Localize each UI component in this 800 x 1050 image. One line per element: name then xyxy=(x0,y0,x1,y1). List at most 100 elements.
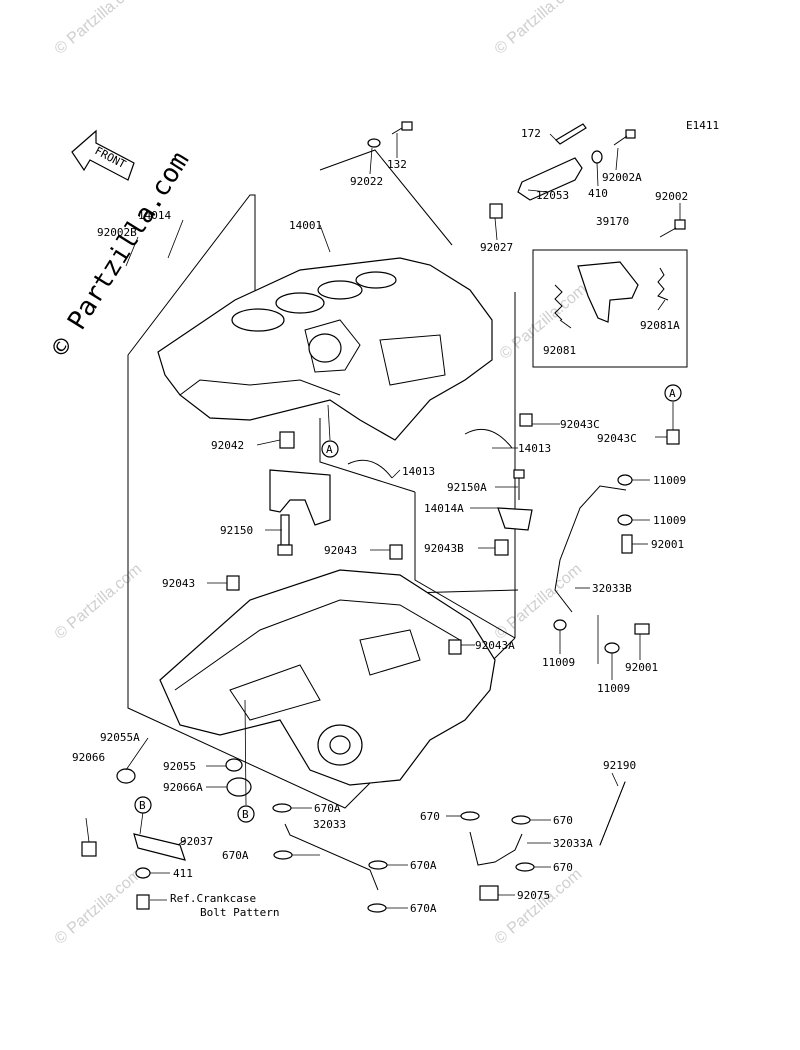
label-92150A: 92150A xyxy=(447,481,487,494)
label-92043B: 92043B xyxy=(424,542,464,555)
bolt-92002-icon xyxy=(659,219,686,238)
label-92001-2: 92001 xyxy=(625,661,658,674)
small-parts xyxy=(81,121,688,913)
plug-92066-icon xyxy=(81,841,97,857)
bearing-14013-2-icon xyxy=(347,459,393,479)
label-92022: 92022 xyxy=(350,175,383,188)
label-670-1: 670 xyxy=(420,810,440,823)
tensioner-39170-icon xyxy=(577,261,639,323)
spring-92081A-icon xyxy=(657,267,669,301)
washer-410-icon xyxy=(591,150,603,164)
label-670A-4: 670A xyxy=(410,902,437,915)
label-14014: 14014 xyxy=(138,209,171,222)
watermark-4: © Partzilla.com xyxy=(52,561,146,643)
cap-14014A-icon xyxy=(497,507,533,531)
label-32033A: 32033A xyxy=(553,837,593,850)
label-11009-2: 11009 xyxy=(653,514,686,527)
o-ring-670-3-icon xyxy=(515,862,535,872)
label-92042: 92042 xyxy=(211,439,244,452)
label-92043C-1: 92043C xyxy=(560,418,600,431)
spring-92081-icon xyxy=(554,284,563,321)
label-411: 411 xyxy=(173,867,193,880)
diagram-code: E1411 xyxy=(686,119,719,132)
clamp-92075-icon xyxy=(479,885,499,901)
label-670A-1: 670A xyxy=(314,802,341,815)
o-ring-670A-1-icon xyxy=(272,803,292,813)
stud-172-icon xyxy=(555,123,587,145)
label-11009-3: 11009 xyxy=(542,656,575,669)
callout-b-1 xyxy=(237,805,255,823)
bolt-92002A-icon xyxy=(613,129,636,146)
washer-92022-icon xyxy=(367,138,381,148)
o-ring-92055A-icon xyxy=(116,768,136,784)
bearing-14013-1-icon xyxy=(464,428,513,449)
label-92055A: 92055A xyxy=(100,731,140,744)
label-92002: 92002 xyxy=(655,190,688,203)
callout-a-1 xyxy=(321,440,339,458)
dowel-92043-2-icon xyxy=(226,575,240,591)
callout-a-2-text: A xyxy=(669,387,676,400)
upper-crankcase xyxy=(157,257,493,441)
watermark-5: © Partzilla.com xyxy=(492,561,586,643)
bearing-cap-icon xyxy=(269,469,331,526)
part-labels: 14001 14014 92002B 132 92022 172 12053 4… xyxy=(72,127,688,919)
bolt-132-icon xyxy=(391,121,413,135)
label-670A-2: 670A xyxy=(222,849,249,862)
dowel-92043-1-icon xyxy=(389,544,403,560)
o-ring-670A-3-icon xyxy=(368,860,388,870)
label-410: 410 xyxy=(588,187,608,200)
dowel-92043A-icon xyxy=(448,639,462,655)
note-line-1: Ref.Crankcase xyxy=(170,892,256,905)
callouts: A A B B xyxy=(134,384,682,823)
washer-11009-4-icon xyxy=(604,642,620,654)
washer-11009-1-icon xyxy=(617,474,633,486)
watermark-1: © Partzilla.com xyxy=(52,0,146,58)
plug-92066A-icon xyxy=(226,777,252,797)
o-ring-670A-4-icon xyxy=(367,903,387,913)
dowel-92027-icon xyxy=(489,203,503,219)
lower-crankcase xyxy=(159,569,496,786)
callout-b-1-text: B xyxy=(242,808,249,821)
callout-b-2-text: B xyxy=(139,799,146,812)
label-670A-3: 670A xyxy=(410,859,437,872)
oil-pipe-32033B-icon xyxy=(554,485,627,613)
label-92043A: 92043A xyxy=(475,639,515,652)
washer-11009-3-icon xyxy=(553,619,567,631)
label-32033: 32033 xyxy=(313,818,346,831)
label-39170: 39170 xyxy=(596,215,629,228)
label-92075: 92075 xyxy=(517,889,550,902)
label-12053: 12053 xyxy=(536,189,569,202)
callout-b-2 xyxy=(134,796,152,814)
label-92055: 92055 xyxy=(163,760,196,773)
label-14001: 14001 xyxy=(289,219,322,232)
label-14013-1: 14013 xyxy=(518,442,551,455)
watermark-2: © Partzilla.com xyxy=(492,0,586,58)
oil-pipe-32033A-icon xyxy=(469,831,523,866)
bolt-92001-1-icon xyxy=(621,534,633,554)
chain-guide-12053-icon xyxy=(517,157,583,201)
o-ring-670A-2-icon xyxy=(273,850,293,860)
watermark-6: © Partzilla.com xyxy=(52,866,146,948)
label-92081A: 92081A xyxy=(640,319,680,332)
leader-lines xyxy=(85,133,681,909)
dowel-92043C-1-icon xyxy=(519,413,533,427)
dowel-92042-icon xyxy=(279,431,295,449)
label-92043C-2: 92043C xyxy=(597,432,637,445)
label-92190: 92190 xyxy=(603,759,636,772)
front-arrow-icon: FRONT xyxy=(71,129,135,181)
watermark-main: © Partzilla.com xyxy=(45,147,195,362)
washer-11009-2-icon xyxy=(617,514,633,526)
bolt-ref-icon xyxy=(136,894,150,910)
plate-92037-icon xyxy=(133,833,186,861)
label-670-2: 670 xyxy=(553,814,573,827)
label-670-3: 670 xyxy=(553,861,573,874)
label-92027: 92027 xyxy=(480,241,513,254)
o-ring-670-2-icon xyxy=(511,815,531,825)
label-14014A: 14014A xyxy=(424,502,464,515)
label-92066: 92066 xyxy=(72,751,105,764)
dowel-92043C-2-icon xyxy=(666,429,680,445)
o-ring-670-1-icon xyxy=(460,811,480,821)
note-line-2: Bolt Pattern xyxy=(200,906,279,919)
label-92150: 92150 xyxy=(220,524,253,537)
